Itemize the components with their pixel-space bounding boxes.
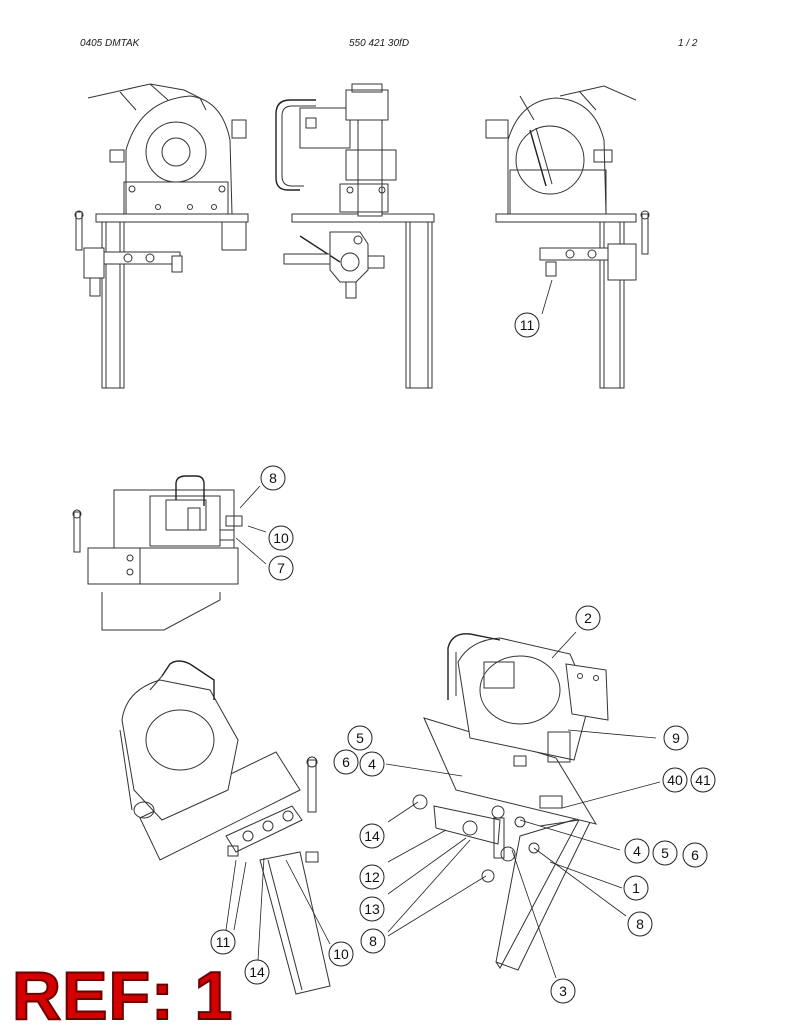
header-part-number: 550 421 30fD bbox=[349, 38, 410, 49]
svg-text:10: 10 bbox=[273, 530, 289, 546]
svg-text:1: 1 bbox=[632, 880, 640, 896]
svg-text:11: 11 bbox=[216, 934, 231, 950]
svg-text:5: 5 bbox=[661, 845, 669, 861]
svg-text:11: 11 bbox=[520, 317, 535, 333]
callout-8-right: 8 bbox=[627, 911, 653, 937]
svg-text:41: 41 bbox=[695, 772, 711, 788]
svg-text:5: 5 bbox=[356, 730, 364, 746]
callout-5-a: 5 bbox=[347, 725, 373, 751]
callout-14-right: 14 bbox=[359, 823, 385, 849]
callout-6-b: 6 bbox=[682, 842, 708, 868]
callout-40: 40 bbox=[662, 767, 688, 793]
callout-6-a: 6 bbox=[333, 749, 359, 775]
callout-11-left: 11 bbox=[210, 929, 236, 955]
callout-5-b: 5 bbox=[652, 840, 678, 866]
callout-4-b: 4 bbox=[624, 838, 650, 864]
svg-text:8: 8 bbox=[269, 470, 277, 486]
callout-10-mid: 10 bbox=[268, 525, 294, 551]
callout-1: 1 bbox=[623, 875, 649, 901]
svg-text:13: 13 bbox=[364, 901, 380, 917]
svg-text:3: 3 bbox=[559, 983, 567, 999]
side-view-left bbox=[74, 83, 249, 389]
svg-text:10: 10 bbox=[333, 946, 349, 962]
callout-14-left: 14 bbox=[244, 959, 270, 985]
svg-text:6: 6 bbox=[342, 754, 350, 770]
svg-text:12: 12 bbox=[364, 869, 380, 885]
svg-text:40: 40 bbox=[667, 772, 683, 788]
reference-label: REF: 1 bbox=[11, 958, 234, 1034]
svg-text:4: 4 bbox=[633, 843, 641, 859]
callout-9: 9 bbox=[663, 725, 689, 751]
isometric-view-left bbox=[119, 660, 331, 995]
callout-3: 3 bbox=[550, 978, 576, 1004]
callout-10-left: 10 bbox=[328, 941, 354, 967]
top-view bbox=[72, 475, 267, 631]
callout-4-a: 4 bbox=[359, 751, 385, 777]
svg-text:7: 7 bbox=[277, 560, 285, 576]
svg-text:6: 6 bbox=[691, 847, 699, 863]
callout-2: 2 bbox=[575, 605, 601, 631]
callout-13: 13 bbox=[359, 896, 385, 922]
front-view bbox=[275, 83, 435, 389]
callout-8-bottom: 8 bbox=[360, 928, 386, 954]
svg-text:9: 9 bbox=[672, 730, 680, 746]
header-page-number: 1 / 2 bbox=[678, 38, 698, 49]
isometric-view-right bbox=[385, 631, 661, 979]
callout-41: 41 bbox=[690, 767, 716, 793]
svg-text:4: 4 bbox=[368, 756, 376, 772]
callout-11-top: 11 bbox=[514, 312, 540, 338]
svg-text:14: 14 bbox=[249, 964, 265, 980]
callout-12: 12 bbox=[359, 864, 385, 890]
header-code-left: 0405 DMTAK bbox=[80, 38, 140, 49]
callout-7-mid: 7 bbox=[268, 555, 294, 581]
callout-8-mid: 8 bbox=[260, 465, 286, 491]
svg-text:2: 2 bbox=[584, 610, 592, 626]
svg-text:8: 8 bbox=[636, 916, 644, 932]
svg-text:14: 14 bbox=[364, 828, 380, 844]
svg-text:8: 8 bbox=[369, 933, 377, 949]
side-view-right bbox=[485, 85, 650, 389]
